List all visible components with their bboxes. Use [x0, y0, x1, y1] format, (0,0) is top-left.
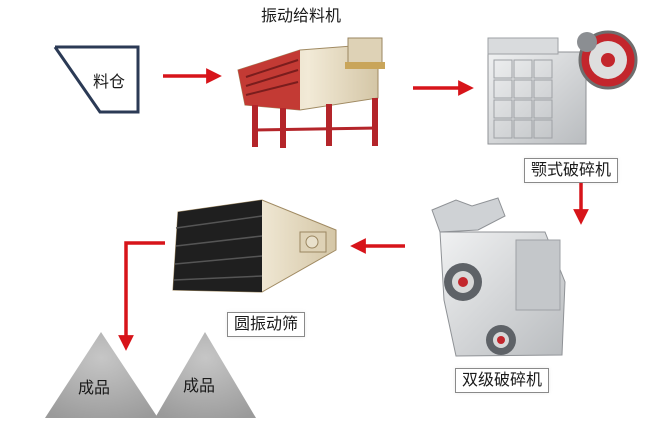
jaw-crusher-label: 颚式破碎机 — [524, 158, 619, 183]
product-pile-left — [45, 332, 158, 418]
hopper-shape — [53, 45, 140, 114]
feeder-label: 振动给料机 — [261, 6, 342, 25]
hopper-label: 料仓 — [93, 72, 126, 91]
double-stage-crusher-image — [431, 197, 566, 357]
double-crusher-label: 双级破碎机 — [455, 368, 550, 393]
screen-label: 圆振动筛 — [227, 312, 306, 337]
arrow-screen-to-products — [118, 241, 165, 351]
product-label-right: 成品 — [183, 376, 216, 395]
product-pile-right — [155, 332, 256, 418]
jaw-crusher-image — [487, 30, 638, 145]
vibrating-feeder-image — [237, 37, 385, 148]
product-label-left: 成品 — [78, 378, 111, 397]
circular-vibrating-screen-image — [172, 199, 337, 293]
